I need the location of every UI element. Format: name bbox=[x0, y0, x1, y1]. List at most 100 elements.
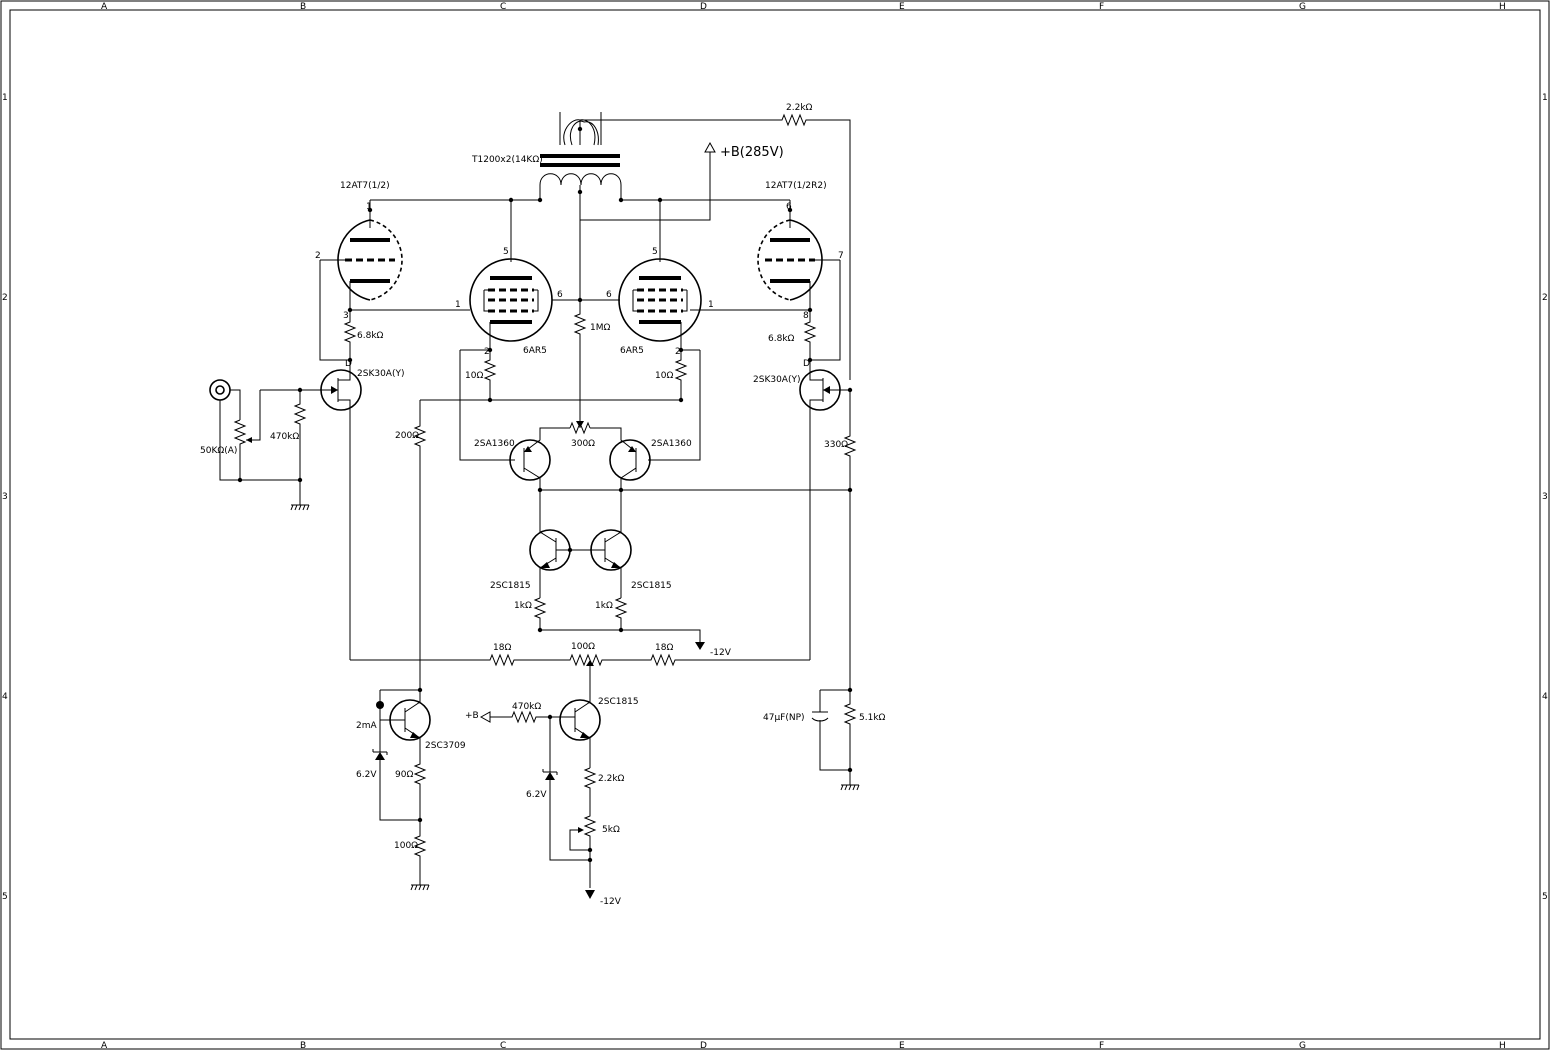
pot-50k-label: 50KΩ(A) bbox=[200, 446, 237, 456]
col-label-bottom-f: F bbox=[1099, 1041, 1104, 1050]
transformer-label: T1200x2(14KΩ) bbox=[471, 155, 543, 165]
current-marker bbox=[376, 701, 384, 709]
npn-bias bbox=[559, 690, 601, 768]
zener-right bbox=[545, 772, 555, 780]
col-label-top-c: C bbox=[500, 2, 506, 12]
pin-l2: 2 bbox=[315, 251, 321, 261]
pentode-right bbox=[618, 258, 702, 350]
pen-r5: 5 bbox=[652, 247, 658, 257]
emitter-bus bbox=[540, 629, 701, 642]
row-label-right-5: 5 bbox=[1542, 892, 1548, 902]
emitter-resistors bbox=[413, 760, 427, 880]
pot-5k-label: 5kΩ bbox=[602, 825, 620, 835]
r-2k2-top-label: 2.2kΩ bbox=[786, 103, 813, 113]
cap-47u-label: 47μF(NP) bbox=[763, 713, 805, 723]
fet-right bbox=[799, 360, 850, 660]
r-1m-label: 1MΩ bbox=[590, 323, 610, 333]
zener-left bbox=[375, 752, 385, 760]
pin-r8: 8 bbox=[803, 311, 809, 321]
resistor-5k1 bbox=[843, 690, 857, 785]
right-grid-loop bbox=[810, 260, 841, 361]
pen-r6: 6 bbox=[606, 290, 612, 300]
resistor-1m bbox=[573, 300, 587, 428]
pin-r7: 7 bbox=[838, 251, 844, 261]
d-left: D bbox=[345, 359, 352, 369]
fet-right-label: 2SK30A(Y) bbox=[753, 375, 800, 385]
col-label-bottom-d: D bbox=[700, 1041, 707, 1050]
r-200-label: 200Ω bbox=[395, 431, 419, 441]
row-label-right-4: 4 bbox=[1542, 692, 1548, 702]
pen-l5: 5 bbox=[503, 247, 509, 257]
pentode-left-label: 6AR5 bbox=[523, 346, 547, 356]
pin-l3: 3 bbox=[343, 311, 349, 321]
pnp-left-base-wire bbox=[459, 349, 515, 461]
resistor-6k8-left bbox=[343, 310, 357, 360]
r-470k-bias-label: 470kΩ bbox=[512, 702, 541, 712]
pen-r1: 1 bbox=[708, 300, 714, 310]
r-6k8-left-label: 6.8kΩ bbox=[357, 331, 384, 341]
q-2sc-right-label: 2SC1815 bbox=[631, 581, 672, 591]
triode-right bbox=[757, 219, 840, 310]
pentode-left bbox=[469, 258, 553, 350]
tube-right-label: 12AT7(1/2R2) bbox=[765, 181, 827, 191]
resistor-1k-left bbox=[533, 597, 547, 630]
cs-2ma-label: 2mA bbox=[356, 721, 377, 731]
resistor-1k-right bbox=[614, 597, 628, 630]
pin-r6: 6 bbox=[786, 202, 792, 212]
col-label-bottom-a: A bbox=[101, 1041, 108, 1050]
resistor-330 bbox=[843, 390, 857, 690]
pen-l6: 6 bbox=[557, 290, 563, 300]
triode-left bbox=[320, 219, 403, 310]
resistor-10-right bbox=[674, 350, 688, 400]
pin-l1: 1 bbox=[366, 202, 372, 212]
r-100-bot-label: 100Ω bbox=[394, 841, 418, 851]
row-label-left-4: 4 bbox=[2, 692, 8, 702]
row-label-right-3: 3 bbox=[1542, 492, 1548, 502]
cap-47u bbox=[811, 711, 829, 722]
q-2sa-left-label: 2SA1360 bbox=[474, 439, 515, 449]
r-2k2-bias-label: 2.2kΩ bbox=[598, 774, 625, 784]
ground-sink bbox=[410, 880, 430, 891]
r-10-right-label: 10Ω bbox=[655, 371, 673, 381]
r-5k1-label: 5.1kΩ bbox=[859, 713, 886, 723]
supply-label: +B(285V) bbox=[720, 145, 784, 160]
r-1k-left-label: 1kΩ bbox=[514, 601, 532, 611]
col-label-top-a: A bbox=[101, 2, 108, 12]
row-label-left-2: 2 bbox=[2, 293, 8, 303]
resistor-6k8-right bbox=[803, 310, 817, 360]
col-label-top-h: H bbox=[1499, 2, 1506, 12]
fet-left-label: 2SK30A(Y) bbox=[357, 369, 404, 379]
pen-l1: 1 bbox=[455, 300, 461, 310]
ground-right bbox=[840, 784, 860, 791]
d-right: D bbox=[803, 359, 810, 369]
r-90-label: 90Ω bbox=[395, 770, 413, 780]
zener-left-wire bbox=[379, 689, 420, 752]
row-label-left-3: 3 bbox=[2, 492, 8, 502]
ground-input bbox=[290, 500, 310, 511]
plus-b-arrow bbox=[479, 711, 491, 723]
source-bias-line bbox=[350, 653, 810, 667]
resistor-470k-input bbox=[293, 390, 307, 500]
q-2sc-left-label: 2SC1815 bbox=[490, 581, 531, 591]
npn-right bbox=[590, 490, 632, 598]
col-label-top-e: E bbox=[899, 2, 905, 12]
r-100-mid-label: 100Ω bbox=[571, 642, 595, 652]
col-label-top-d: D bbox=[700, 2, 707, 12]
supply-terminal bbox=[580, 141, 716, 221]
r-18-right-label: 18Ω bbox=[655, 643, 673, 653]
npn-2sc3709 bbox=[380, 690, 431, 760]
q-2sc-bias-label: 2SC1815 bbox=[598, 697, 639, 707]
row-label-right-1: 1 bbox=[1542, 93, 1548, 103]
q-2sc3709-label: 2SC3709 bbox=[425, 741, 466, 751]
row-label-right-2: 2 bbox=[1542, 293, 1548, 303]
output-transformer bbox=[537, 112, 624, 220]
left-grid-loop bbox=[319, 260, 350, 361]
r-1k-right-label: 1kΩ bbox=[595, 601, 613, 611]
pentode-right-label: 6AR5 bbox=[620, 346, 644, 356]
input-jack bbox=[209, 379, 300, 481]
col-label-bottom-c: C bbox=[500, 1041, 506, 1050]
plus-b-label: +B bbox=[465, 711, 479, 721]
pnp-right bbox=[590, 427, 651, 490]
